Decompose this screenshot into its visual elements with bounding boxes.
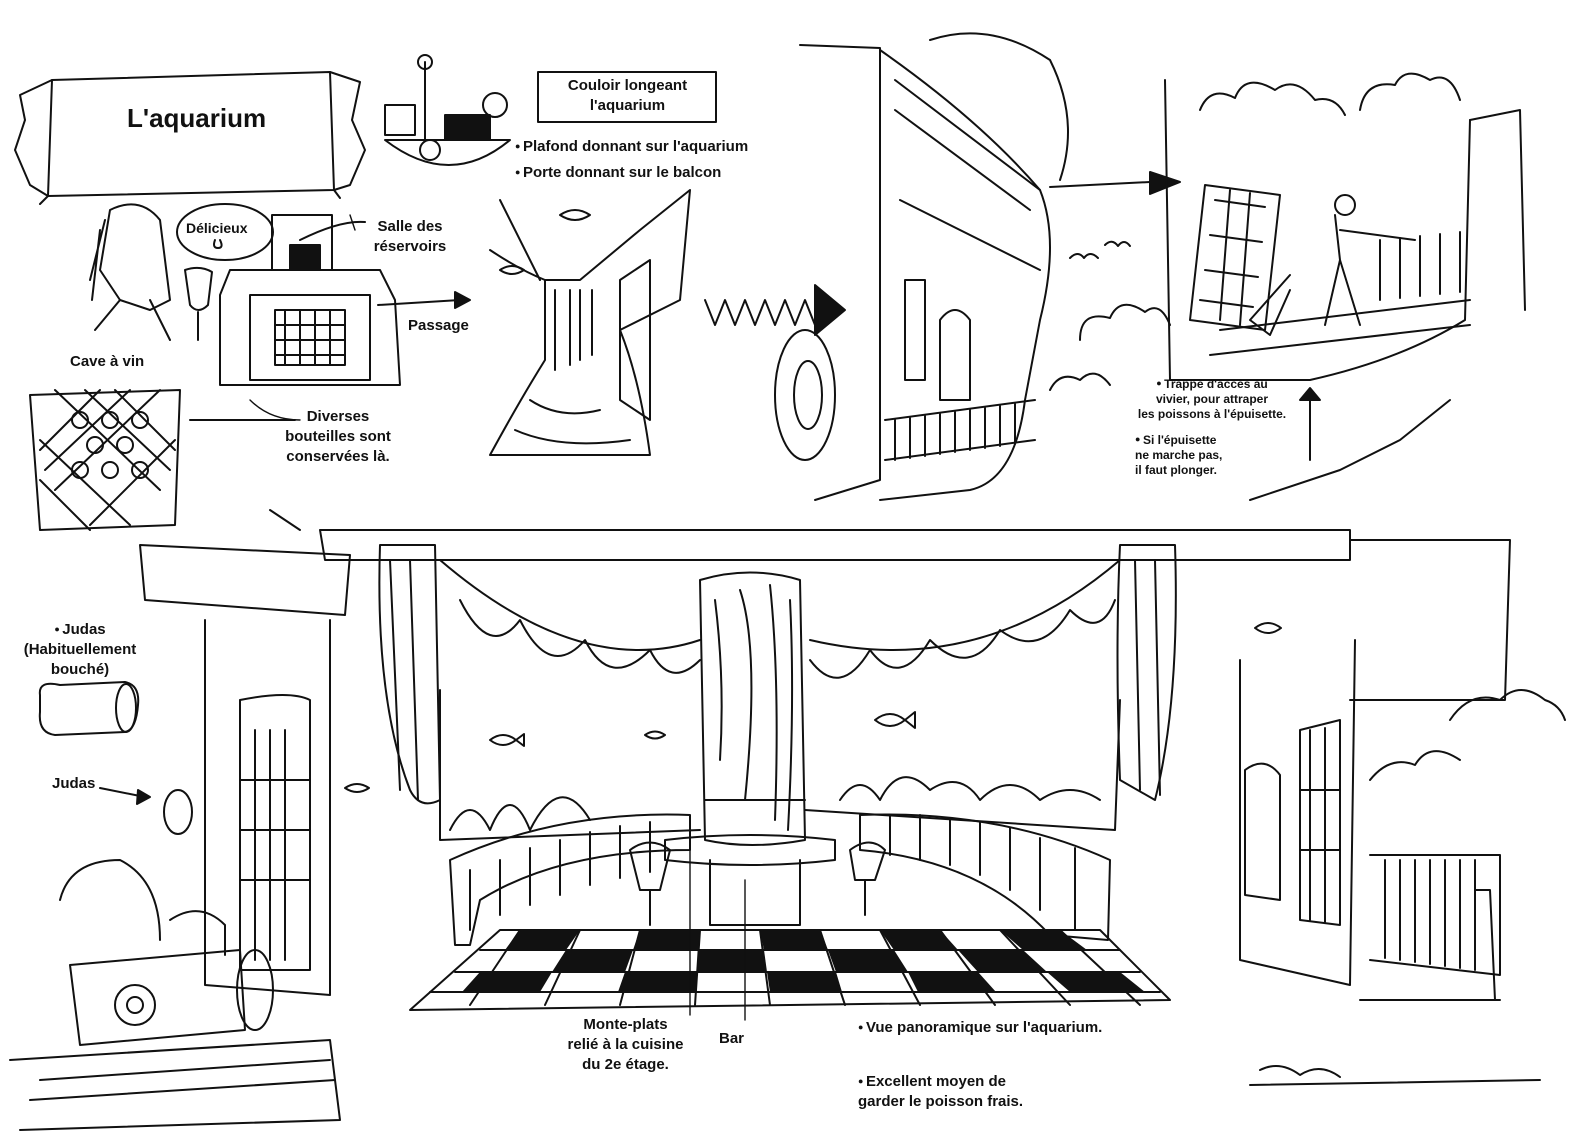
aquarium-window [439, 689, 1121, 841]
leader-lines [249, 214, 746, 1021]
ship-icon [384, 54, 511, 166]
bottles-label: Diverses bouteilles sont conservées là. [285, 408, 391, 465]
deck-fishing-sketch [1164, 79, 1526, 381]
corridor-label-box [537, 71, 717, 123]
floor-tiles [462, 930, 1145, 992]
title-banner [14, 71, 366, 205]
peephole [163, 789, 193, 835]
panoramic-label: Vue panoramique sur l'aquarium. [858, 1017, 1102, 1038]
tank-room-label: Salle des réservoirs [373, 218, 447, 255]
corridor-label: Couloir longeant l'aquarium [567, 77, 688, 114]
barrels-sketch [9, 859, 341, 1131]
passage-label: Passage [408, 317, 469, 334]
bar-label: Bar [719, 1030, 745, 1047]
room-structure [139, 399, 1511, 1001]
trap-label: Trappe d'accès au vivier, pour attraper … [1132, 376, 1292, 422]
fish-icons [344, 209, 1282, 793]
ceiling-label: Plafond donnant sur l'aquarium [515, 136, 748, 157]
wine-cellar-label: Cave à vin [70, 353, 145, 370]
porthole-sketch [774, 329, 836, 461]
page-title: L'aquarium [127, 103, 267, 133]
tank-room-sketch [219, 214, 471, 386]
speech-text: Délicieux [186, 220, 248, 236]
bar-stools [629, 841, 886, 926]
dumbwaiter-label: Monte-plats relié à la cuisine du 2e éta… [567, 1016, 684, 1073]
zigzag-arrow-icon [704, 284, 846, 336]
corridor-sketch [489, 189, 691, 456]
balcony-exterior-sketch [799, 32, 1069, 501]
character-sketch [89, 203, 213, 341]
judas-label: Judas [52, 775, 96, 792]
judas-blocked-label: Judas (Habituellement bouché) [5, 619, 155, 680]
arrow-right-icon [1049, 171, 1181, 195]
wine-rack-sketch [29, 389, 296, 531]
balcony-door-label: Porte donnant sur le balcon [515, 162, 721, 183]
arrow-up-icon [1299, 387, 1321, 461]
curtains [378, 544, 1177, 805]
net-label: Si l'épuisette ne marche pas, il faut pl… [1135, 432, 1222, 478]
fresh-fish-label: Excellent moyen de garder le poisson fra… [858, 1071, 1023, 1112]
central-pillar [664, 571, 836, 926]
clouds [1049, 72, 1566, 781]
judas-detail [38, 681, 193, 835]
booth-seating [449, 813, 1111, 946]
